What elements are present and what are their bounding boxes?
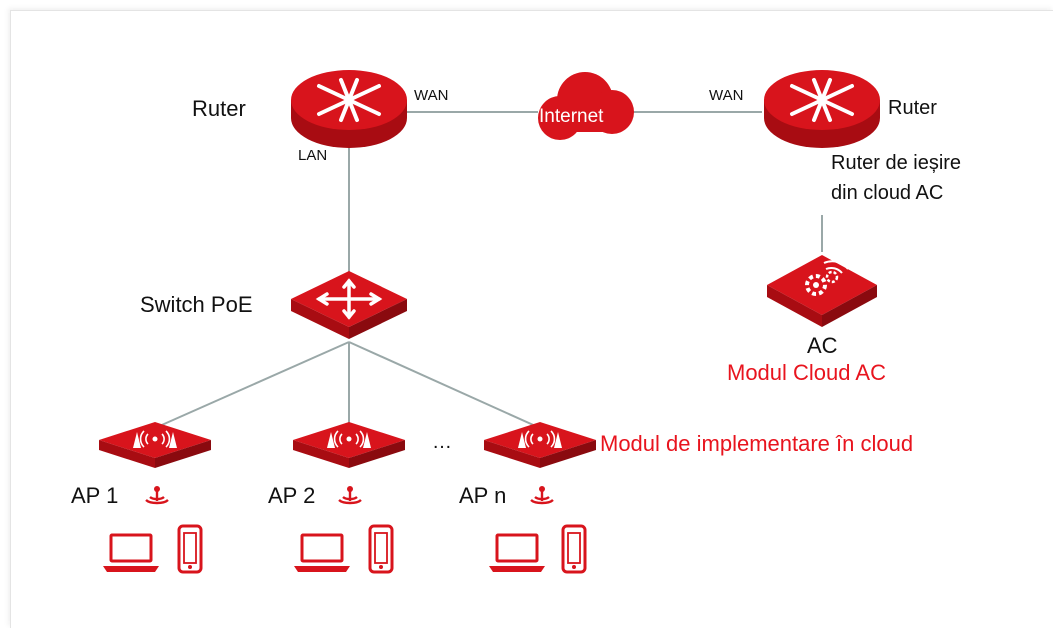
laptop-icon-n: [487, 533, 547, 574]
ap1-label: AP 1: [71, 483, 119, 508]
exit-router-label-line2: din cloud AC: [831, 182, 944, 204]
exit-router-label-line1: Ruter de ieșire: [831, 152, 962, 174]
phone-icon-n: [561, 524, 587, 574]
ellipsis-label: …: [432, 431, 452, 453]
access-point-icon-n: [483, 421, 597, 469]
access-point-icon-1: [98, 421, 212, 469]
wan-right-label: WAN: [709, 87, 744, 104]
laptop-icon-2: [292, 533, 352, 574]
diagram-frame: [10, 10, 1053, 628]
lan-label: LAN: [298, 147, 328, 164]
phone-icon-2: [368, 524, 394, 574]
router-left-label: Ruter: [192, 96, 246, 121]
link-switch-apn: [348, 341, 541, 429]
switch-icon: [291, 271, 407, 339]
wifi-signal-icon-2: [337, 484, 363, 505]
access-point-icon-2: [292, 421, 406, 469]
internet-label: Internet: [539, 106, 604, 127]
phone-icon-1: [177, 524, 203, 574]
router-icon-right: [762, 68, 882, 150]
ac-label: AC: [807, 333, 838, 358]
cloud-icon: [538, 72, 634, 140]
switch-label: Switch PoE: [140, 292, 253, 317]
cloud-ac-mode-label: Modul Cloud AC: [727, 360, 886, 385]
laptop-icon-1: [101, 533, 161, 574]
wifi-signal-icon-1: [144, 484, 170, 505]
router-icon-left: [289, 68, 409, 150]
apn-label: AP n: [459, 483, 507, 508]
cloud-deploy-mode-label: Modul de implementare în cloud: [600, 431, 914, 456]
router-right-label: Ruter: [888, 97, 937, 119]
ap2-label: AP 2: [268, 483, 316, 508]
ac-controller-icon: [767, 255, 877, 327]
wan-left-label: WAN: [414, 87, 449, 104]
wifi-signal-icon-n: [529, 484, 555, 505]
link-switch-ap1: [154, 341, 350, 429]
